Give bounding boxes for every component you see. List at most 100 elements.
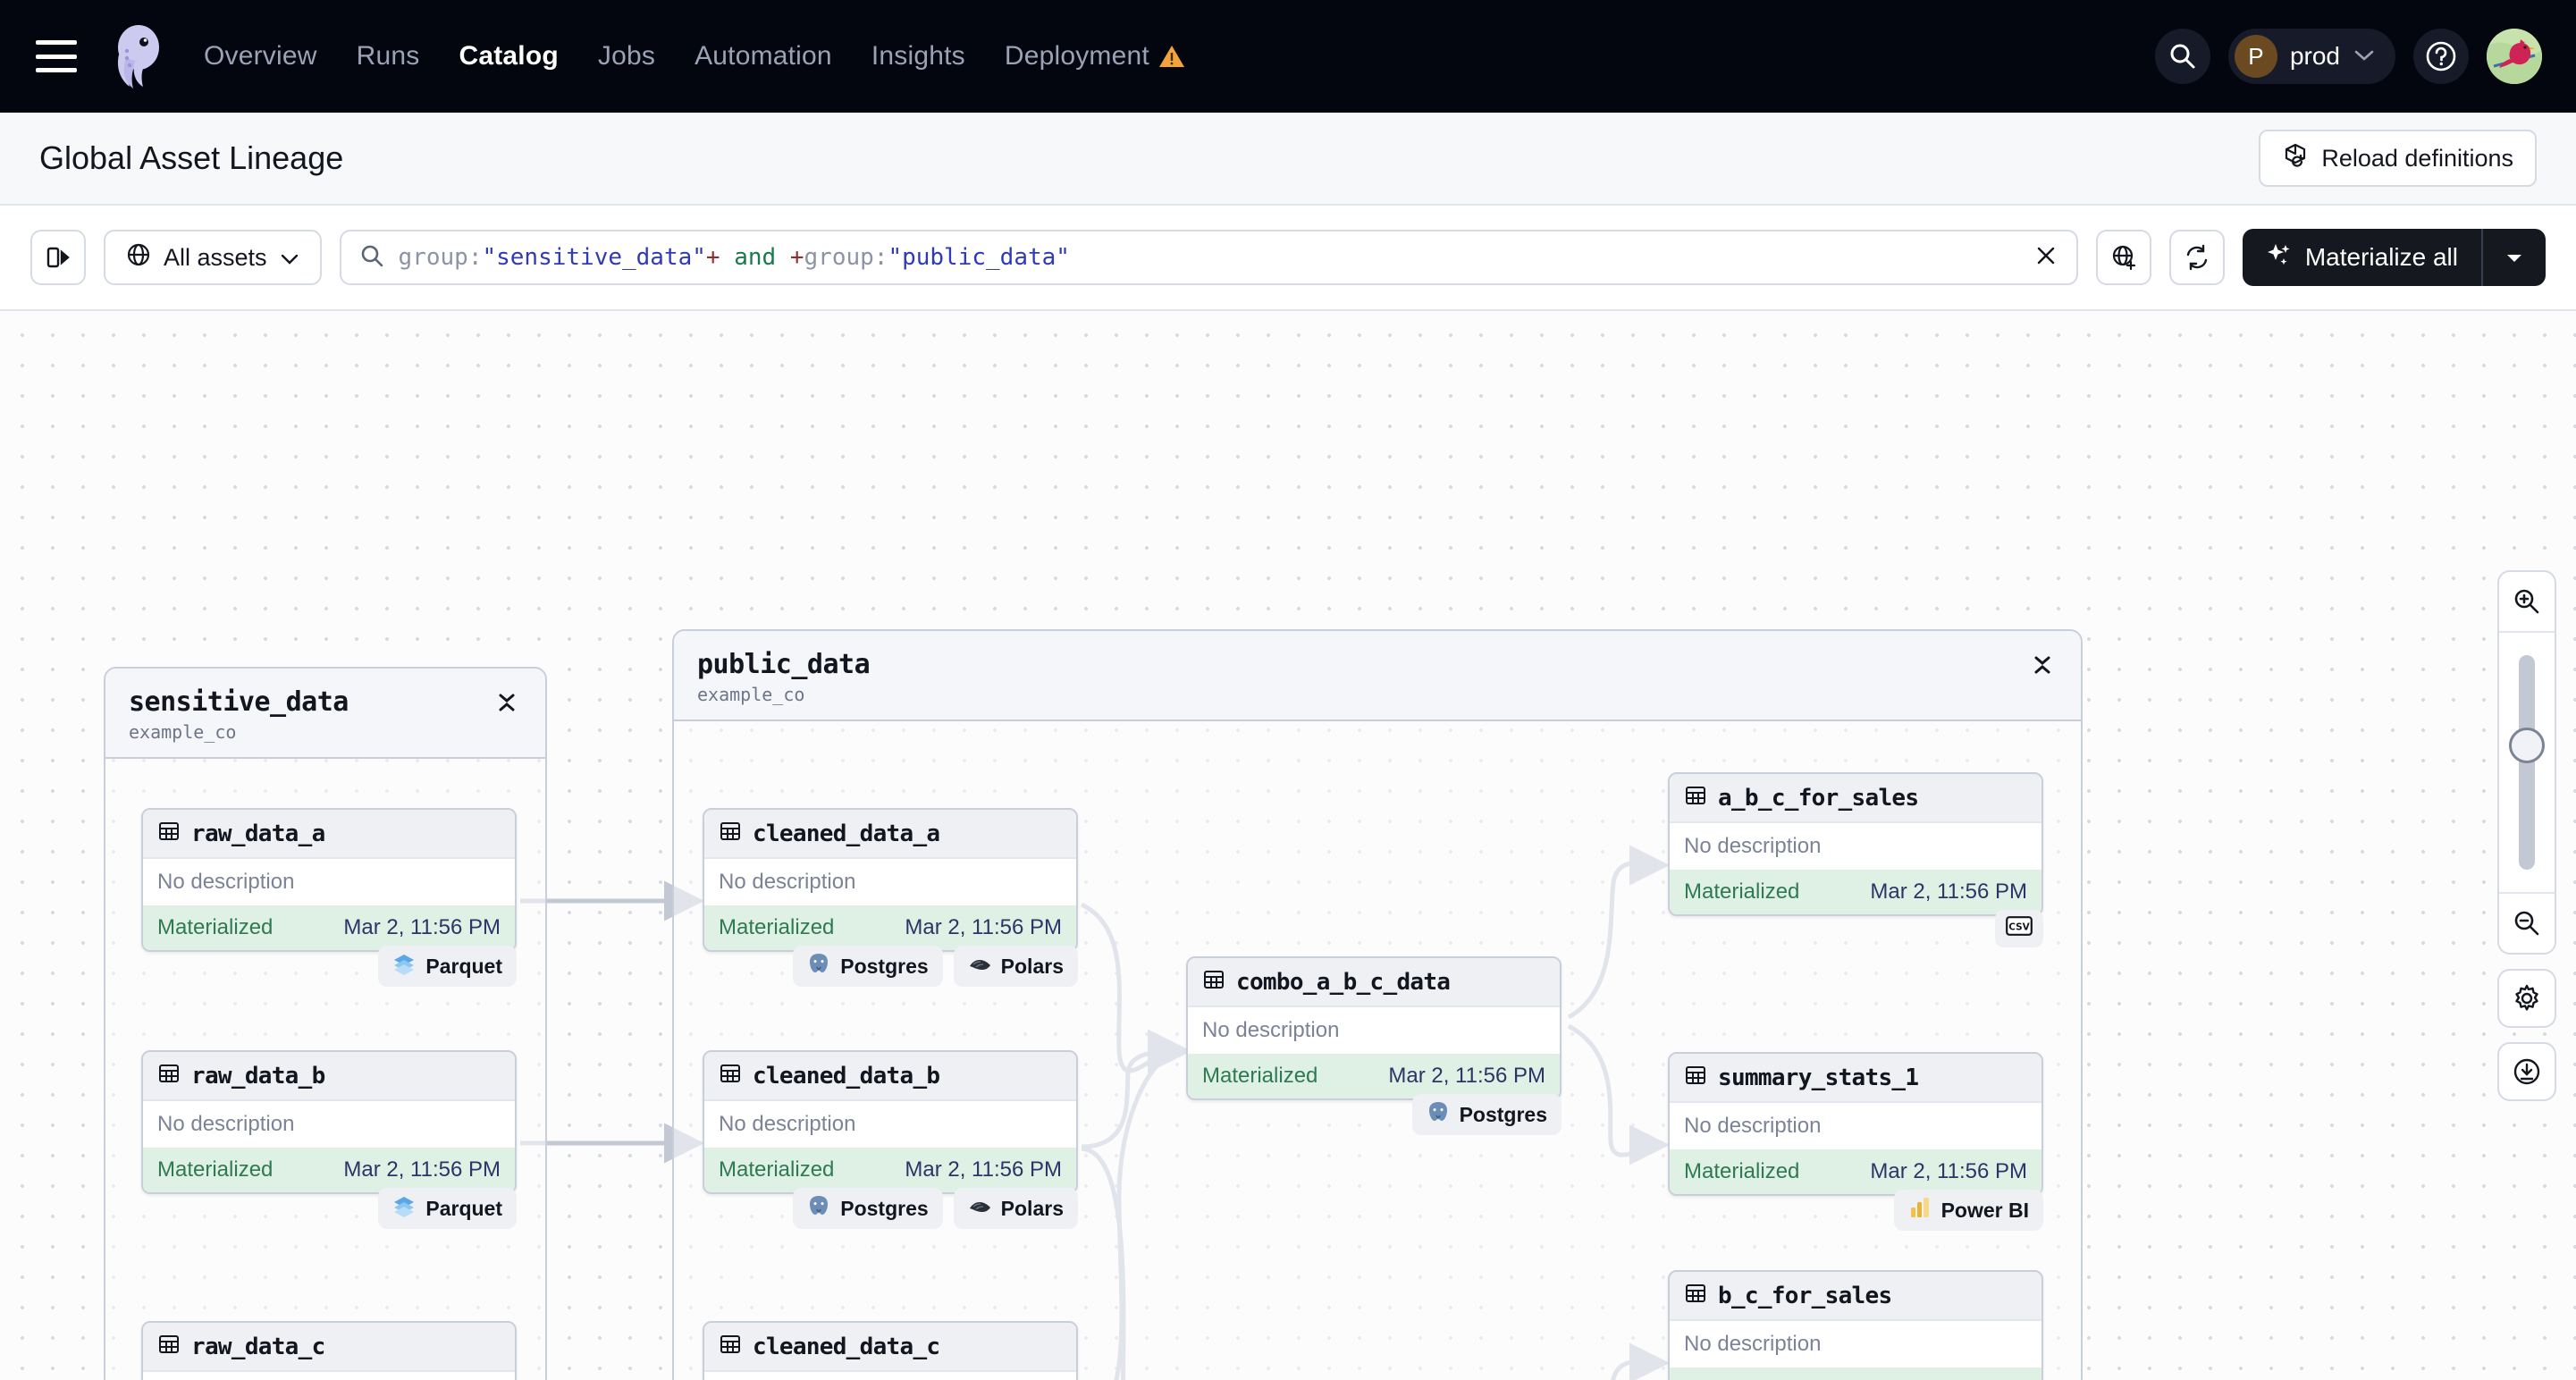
tag-chip-postgres[interactable]: Postgres [793, 946, 943, 987]
asset-node-tags: Postgres Polars [703, 946, 1078, 987]
tag-chip-label: Parquet [425, 954, 502, 978]
materialize-dropdown-toggle[interactable] [2483, 249, 2546, 265]
asset-scope-label: All assets [164, 243, 267, 271]
asset-node-header: raw_data_c [143, 1323, 515, 1372]
asset-node-description: No description [704, 859, 1076, 905]
tag-chip-parquet[interactable]: Parquet [378, 1188, 517, 1229]
asset-node-header: summary_stats_1 [1670, 1054, 2041, 1103]
deployment-label: prod [2289, 42, 2340, 70]
materialize-all-button[interactable]: Materialize all [2242, 229, 2546, 286]
dagster-logo[interactable] [100, 18, 177, 95]
asset-node-title: raw_data_b [191, 1062, 325, 1090]
nav-link-insights[interactable]: Insights [871, 41, 965, 71]
nav-link-deployment-label: Deployment [1004, 41, 1149, 71]
nav-link-jobs[interactable]: Jobs [597, 41, 656, 71]
tag-chip-label: Postgres [1459, 1102, 1547, 1126]
page-header: Global Asset Lineage Reload definitions [0, 113, 2576, 206]
reload-definitions-button[interactable]: Reload definitions [2259, 130, 2537, 187]
asset-group-name: public_data [697, 649, 871, 680]
materialize-all-main[interactable]: Materialize all [2243, 241, 2481, 274]
cube-reload-icon [2282, 142, 2309, 175]
asset-group-header: public_data example_co [674, 631, 2081, 721]
refresh-icon[interactable] [2168, 230, 2225, 285]
table-icon [719, 1062, 742, 1090]
tag-chip-label: Postgres [840, 1196, 929, 1220]
asset-node-description: No description [1670, 1103, 2041, 1149]
tag-chip-postgres[interactable]: Postgres [1411, 1094, 1562, 1135]
search-icon[interactable] [2154, 29, 2210, 84]
asset-node-title: combo_a_b_c_data [1236, 968, 1451, 996]
tag-chip-power-bi[interactable]: Power BI [1893, 1190, 2043, 1231]
avatar[interactable] [2487, 29, 2542, 84]
lineage-toolbar: All assets group:"sensitive_data"+ and +… [0, 206, 2576, 311]
tag-chip-postgres[interactable]: Postgres [793, 1188, 943, 1229]
question-circle-icon[interactable] [2413, 29, 2469, 84]
asset-node-cleaned_data_c[interactable]: cleaned_data_cNo descriptionMaterialized… [703, 1321, 1078, 1380]
lineage-search-value: group:"sensitive_data"+ and +group:"publ… [399, 244, 1070, 271]
nav-link-automation[interactable]: Automation [695, 41, 832, 71]
asset-node-description: No description [1670, 823, 2041, 870]
zoom-slider-group [2497, 570, 2556, 955]
deployment-switcher[interactable]: P prod [2227, 29, 2395, 84]
collapse-vertical-icon[interactable] [492, 686, 522, 723]
chevron-down-icon [279, 244, 300, 272]
nav-link-deployment[interactable]: Deployment [1001, 36, 1189, 77]
table-icon [719, 1333, 742, 1360]
status-timestamp: Mar 2, 11:56 PM [905, 1157, 1062, 1182]
asset-node-header: combo_a_b_c_data [1188, 958, 1560, 1007]
tag-chip-polars[interactable]: Polars [953, 1188, 1078, 1229]
close-icon[interactable] [2021, 243, 2058, 273]
globe-plus-icon[interactable] [2095, 230, 2151, 285]
asset-node-description: No description [1670, 1321, 2041, 1367]
reload-definitions-label: Reload definitions [2321, 144, 2513, 172]
table-icon [1684, 1064, 1707, 1091]
status-timestamp: Mar 2, 11:56 PM [343, 915, 501, 939]
tag-chip-polars[interactable]: Polars [953, 946, 1078, 987]
tag-chip-csv[interactable]: CSV [1995, 910, 2043, 947]
nav-link-catalog[interactable]: Catalog [459, 41, 559, 71]
parquet-icon [392, 952, 416, 980]
asset-group-sensitive-data[interactable]: sensitive_data example_co [104, 667, 547, 1380]
deployment-initial: P [2234, 35, 2277, 78]
table-icon [1684, 784, 1707, 812]
zoom-controls [2497, 570, 2556, 1101]
asset-node-title: cleaned_data_c [753, 1333, 940, 1360]
csv-icon: CSV [2006, 916, 2033, 941]
download-circle-icon[interactable] [2497, 1042, 2556, 1101]
asset-node-header: b_c_for_sales [1670, 1272, 2041, 1321]
asset-node-description: No description [143, 859, 515, 905]
asset-node-tags: CSV [1668, 910, 2043, 947]
gear-icon[interactable] [2497, 969, 2556, 1028]
lineage-graph-canvas[interactable]: sensitive_data example_co public_data ex… [0, 311, 2576, 1380]
collapse-vertical-icon[interactable] [2027, 649, 2058, 686]
nav-link-runs[interactable]: Runs [356, 41, 420, 71]
asset-group-header: sensitive_data example_co [105, 669, 545, 759]
zoom-in-icon[interactable] [2499, 572, 2555, 631]
asset-scope-selector[interactable]: All assets [104, 230, 322, 285]
asset-group-subtitle: example_co [697, 684, 805, 705]
asset-node-header: raw_data_a [143, 810, 515, 859]
panel-expand-icon[interactable] [30, 230, 86, 285]
zoom-out-icon[interactable] [2499, 894, 2555, 953]
tag-chip-parquet[interactable]: Parquet [378, 946, 517, 987]
tag-chip-label: Postgres [840, 954, 929, 978]
hamburger-icon[interactable] [36, 40, 77, 72]
zoom-slider-thumb[interactable] [2509, 728, 2545, 763]
nav-link-overview[interactable]: Overview [204, 41, 317, 71]
lineage-search-input[interactable]: group:"sensitive_data"+ and +group:"publ… [339, 230, 2078, 285]
zoom-slider[interactable] [2509, 633, 2545, 892]
token-public-data: "public_data" [888, 244, 1070, 271]
asset-node-raw_data_c[interactable]: raw_data_cNo descriptionMaterializedMar … [141, 1321, 517, 1380]
